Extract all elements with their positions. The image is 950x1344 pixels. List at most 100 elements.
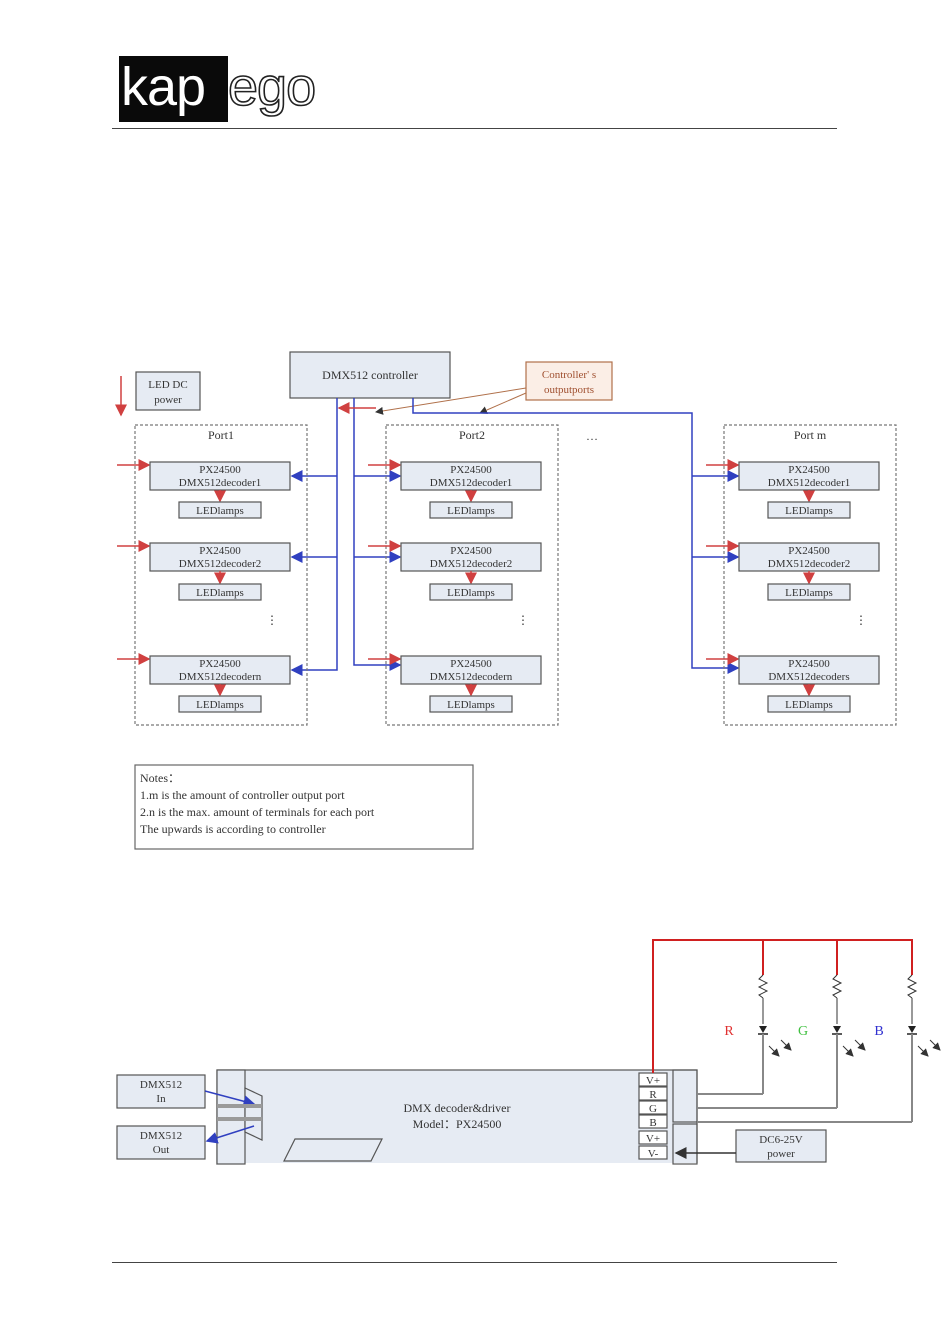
- terminal-label: G: [649, 1103, 657, 1115]
- callout-label-1: Controller' s: [542, 369, 596, 381]
- controller-label: DMX512 controller: [322, 368, 418, 382]
- decoder-name: DMX512decoder2: [768, 558, 850, 570]
- terminal-block: [638, 1114, 668, 1129]
- bus-port1-decoder-n: [290, 398, 338, 676]
- led-power-box: [135, 371, 201, 411]
- vplus-rail: [652, 939, 913, 1073]
- decoder-box: [738, 542, 880, 572]
- led-lamps-label: LEDlamps: [447, 699, 495, 711]
- notes-line: 2.n is the max. amount of terminals for …: [140, 805, 375, 819]
- dmx-out-label-2: Out: [153, 1144, 170, 1156]
- decoder-box: [400, 461, 542, 491]
- channel-label: G: [798, 1024, 808, 1039]
- port-group: [134, 424, 308, 726]
- rj45-connector: [244, 1087, 263, 1141]
- light-ray: [917, 1045, 929, 1057]
- dmx-out-box: [116, 1125, 206, 1160]
- led-lamps-label: LEDlamps: [196, 587, 244, 599]
- decoder-name: DMX512decoder2: [179, 558, 261, 570]
- led-lamps-label: LEDlamps: [447, 587, 495, 599]
- decoder-name: DMX512decoder2: [430, 558, 512, 570]
- driver-label-1: DMX decoder&driver: [404, 1101, 511, 1115]
- power-supply-label-1: DC6-25V: [759, 1134, 802, 1146]
- callout-box: [525, 361, 613, 401]
- terminal-housing-top: [672, 1069, 698, 1123]
- decoder-model: PX24500: [450, 545, 492, 557]
- notes-line: The upwards is according to controller: [140, 822, 326, 836]
- dmx-out-arrow: [205, 1125, 255, 1144]
- port-label: Port2: [459, 428, 485, 442]
- decoder-model: PX24500: [199, 545, 241, 557]
- dmx-in-label-2: In: [156, 1093, 166, 1105]
- led-power-label-1: LED DC: [148, 379, 187, 391]
- decoder-name: DMX512decoder1: [179, 477, 261, 489]
- port-vdots: ⋮: [855, 613, 867, 627]
- decoder-name: DMX512decoders: [768, 671, 849, 683]
- led-lamps-label: LEDlamps: [785, 587, 833, 599]
- notes-box: [134, 764, 474, 850]
- led-symbol: [759, 1026, 767, 1033]
- decoder-box: [149, 542, 291, 572]
- dmx-in-label-1: DMX512: [140, 1079, 182, 1091]
- led-lamps-box: [178, 583, 262, 601]
- led-lamps-box: [767, 583, 851, 601]
- terminal-block: [638, 1086, 668, 1101]
- light-ray: [854, 1039, 866, 1051]
- led-lamps-label: LEDlamps: [447, 505, 495, 517]
- port-label: Port m: [794, 428, 827, 442]
- decoder-box: [149, 461, 291, 491]
- decoder-model: PX24500: [450, 658, 492, 670]
- terminal-label: R: [649, 1089, 657, 1101]
- led-lamps-box: [767, 695, 851, 713]
- port-label: Port1: [208, 428, 234, 442]
- header-rule: [112, 128, 837, 129]
- ports-ellipsis: …: [586, 429, 598, 443]
- led-lamps-label: LEDlamps: [785, 505, 833, 517]
- logo-badge: [119, 56, 228, 122]
- light-ray: [842, 1045, 854, 1057]
- decoder-name: DMX512decoder1: [430, 477, 512, 489]
- power-supply-box: [735, 1129, 827, 1163]
- led-symbol: [833, 1026, 841, 1033]
- bus-port2-decoder-n: [353, 398, 402, 671]
- resistor-symbol: [757, 974, 769, 999]
- led-lamps-label: LEDlamps: [196, 699, 244, 711]
- port-group: [723, 424, 897, 726]
- port-vdots: ⋮: [266, 613, 278, 627]
- led-lamps-label: LEDlamps: [196, 505, 244, 517]
- resistor-symbol: [906, 974, 918, 999]
- led-lamps-box: [178, 695, 262, 713]
- led-symbol: [908, 1026, 916, 1033]
- led-lamps-box: [767, 501, 851, 519]
- decoder-model: PX24500: [788, 545, 830, 557]
- led-lamps-box: [178, 501, 262, 519]
- resistor-symbol: [831, 974, 843, 999]
- decoder-name: DMX512decodern: [179, 671, 262, 683]
- terminal-label: V+: [646, 1133, 660, 1145]
- driver-bottom-crop: [217, 1163, 699, 1171]
- decoder-name: DMX512decoder1: [768, 477, 850, 489]
- cable-band-2: [217, 1117, 262, 1121]
- decoder-box: [400, 655, 542, 685]
- decoder-box: [149, 655, 291, 685]
- channel-label: B: [874, 1024, 883, 1039]
- dmx-in-arrow: [204, 1090, 256, 1108]
- terminal-label: V-: [648, 1148, 659, 1160]
- footer-rule: [112, 1262, 837, 1263]
- channel-label: R: [724, 1024, 734, 1039]
- callout-arrow-1: [479, 392, 527, 414]
- terminal-housing-bottom: [672, 1123, 698, 1165]
- led-lamps-label: LEDlamps: [785, 699, 833, 711]
- terminal-label: V+: [646, 1075, 660, 1087]
- light-ray: [929, 1039, 941, 1051]
- cable-band-1: [217, 1104, 262, 1108]
- decoder-model: PX24500: [788, 464, 830, 476]
- led-power-label-2: power: [154, 394, 182, 406]
- port-group: [385, 424, 559, 726]
- light-ray: [768, 1045, 780, 1057]
- callout-arrow-2: [375, 387, 527, 415]
- bus-portm-decoder-n: [412, 398, 740, 674]
- callout-label-2: outputports: [544, 384, 594, 396]
